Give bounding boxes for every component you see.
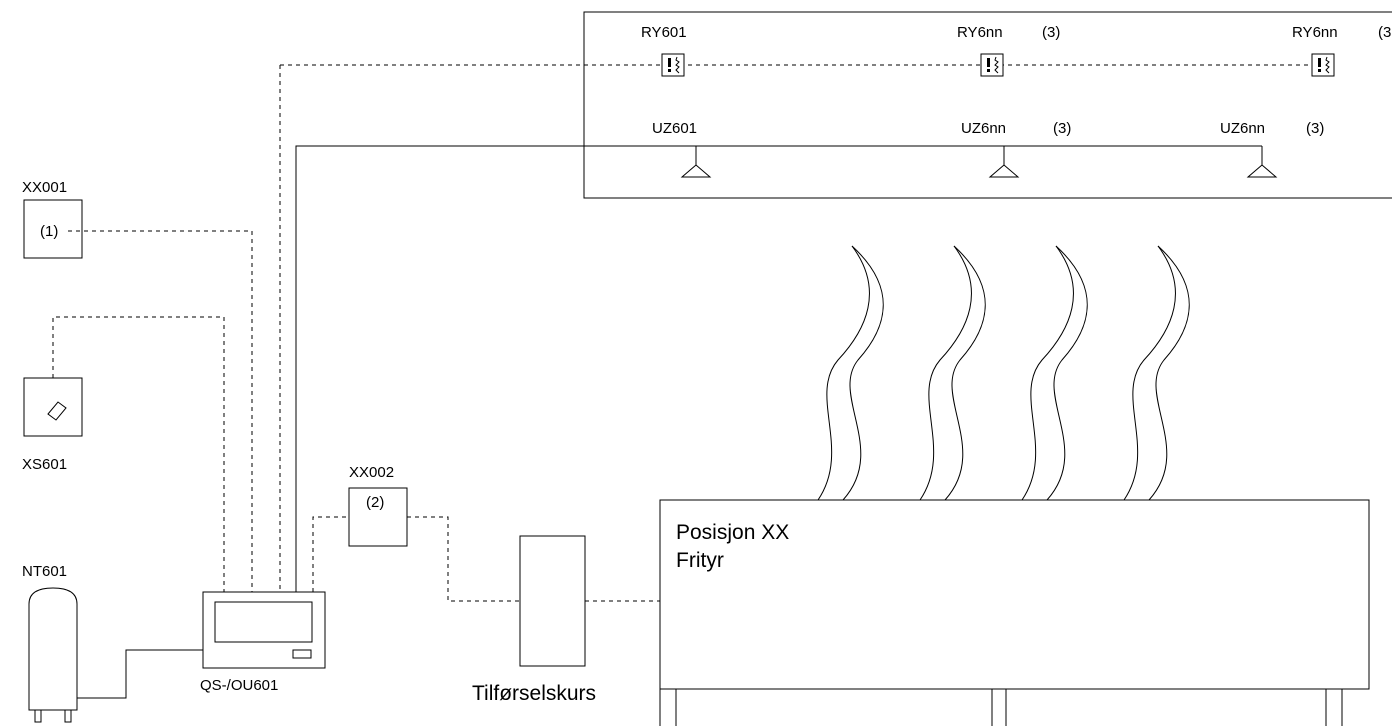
position-title: Posisjon XX	[676, 521, 789, 544]
xs601-signal-line	[52, 316, 225, 592]
smoke-plumes	[817, 245, 1190, 501]
xx002-left-line	[312, 516, 349, 592]
detector-ry6nn-1[interactable]	[980, 53, 1004, 77]
heat-detector-icon	[1318, 56, 1330, 74]
nozzle-uz601[interactable]	[680, 146, 712, 178]
note-uz6nn-1: (3)	[1053, 120, 1071, 137]
release-key-icon	[47, 401, 67, 421]
controller-qs-ou601[interactable]	[202, 591, 326, 669]
label-xs601: XS601	[22, 456, 67, 473]
note-xx002: (2)	[366, 494, 384, 511]
hood-enclosure	[583, 11, 1392, 199]
label-controller: QS-/OU601	[200, 677, 278, 694]
label-xx002: XX002	[349, 464, 394, 481]
note-uz6nn-2: (3)	[1306, 120, 1324, 137]
tank-nt601[interactable]	[28, 587, 78, 723]
heat-detector-icon	[987, 56, 999, 74]
note-ry6nn-2: (3	[1378, 24, 1391, 41]
manual-release-xs601[interactable]	[23, 377, 83, 437]
label-supply: Tilførselskurs	[472, 682, 596, 705]
label-ry6nn-2: RY6nn	[1292, 24, 1338, 41]
label-ry6nn-1: RY6nn	[957, 24, 1003, 41]
xx002-right-line	[407, 516, 520, 602]
nozzle-uz6nn-2[interactable]	[1246, 146, 1278, 178]
note-ry6nn-1: (3)	[1042, 24, 1060, 41]
label-uz6nn-1: UZ6nn	[961, 120, 1006, 137]
note-xx001: (1)	[40, 223, 58, 240]
label-uz601: UZ601	[652, 120, 697, 137]
supply-circuit-box[interactable]	[519, 535, 586, 667]
xx001-signal-line	[68, 230, 253, 592]
position-subtitle: Frityr	[676, 549, 724, 572]
device-xx001[interactable]	[23, 199, 83, 259]
label-xx001: XX001	[22, 179, 67, 196]
detector-ry601[interactable]	[661, 53, 685, 77]
label-ry601: RY601	[641, 24, 687, 41]
nozzle-uz6nn-1[interactable]	[988, 146, 1020, 178]
fryer-appliance	[659, 499, 1370, 726]
tank-pipe	[77, 649, 203, 699]
nozzle-supply-pipe	[295, 145, 1262, 592]
heat-detector-icon	[668, 56, 680, 74]
device-xx002[interactable]	[348, 487, 408, 547]
detector-ry6nn-2[interactable]	[1311, 53, 1335, 77]
label-uz6nn-2: UZ6nn	[1220, 120, 1265, 137]
label-nt601: NT601	[22, 563, 67, 580]
